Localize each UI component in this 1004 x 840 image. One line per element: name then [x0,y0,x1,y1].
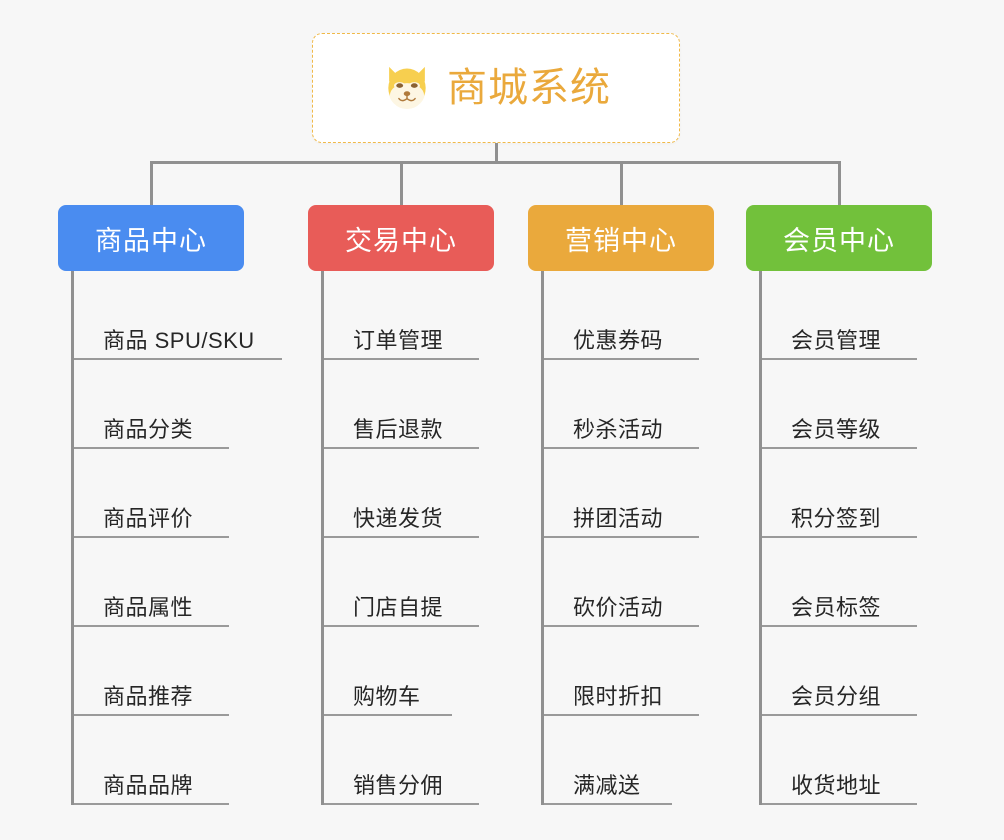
leaf-item[interactable]: 满减送 [544,716,672,805]
leaf-label: 会员标签 [791,594,882,620]
connector-branch-3-vertical [620,161,623,205]
leaf-item[interactable]: 门店自提 [324,538,479,627]
connector-horizontal-bus [150,161,841,164]
branch-trade-center: 交易中心 订单管理 售后退款 快递发货 门店自提 购物车 销售分佣 [308,205,494,805]
connector-branch-1-vertical [150,161,153,205]
leaf-list-product-center: 商品 SPU/SKU 商品分类 商品评价 商品属性 商品推荐 商品品牌 [71,271,282,805]
leaf-label: 商品推荐 [103,683,194,709]
branch-header-trade-center[interactable]: 交易中心 [308,205,494,271]
connector-branch-2-vertical [400,161,403,205]
leaf-item[interactable]: 商品 SPU/SKU [74,271,282,360]
branch-header-label: 会员中心 [783,225,895,256]
connector-branch-4-vertical [838,161,841,205]
leaf-item[interactable]: 秒杀活动 [544,360,699,449]
leaf-label: 优惠券码 [573,327,664,353]
leaf-item[interactable]: 商品推荐 [74,627,229,716]
leaf-label: 会员管理 [791,327,882,353]
branch-marketing-center: 营销中心 优惠券码 秒杀活动 拼团活动 砍价活动 限时折扣 满减送 [528,205,714,805]
leaf-label: 商品 SPU/SKU [103,327,255,353]
leaf-label: 拼团活动 [573,505,664,531]
leaf-list-trade-center: 订单管理 售后退款 快递发货 门店自提 购物车 销售分佣 [321,271,494,805]
leaf-item[interactable]: 收货地址 [762,716,917,805]
leaf-item[interactable]: 购物车 [324,627,452,716]
leaf-item[interactable]: 会员管理 [762,271,917,360]
leaf-item[interactable]: 订单管理 [324,271,479,360]
leaf-item[interactable]: 会员分组 [762,627,917,716]
leaf-label: 收货地址 [791,772,882,798]
branch-product-center: 商品中心 商品 SPU/SKU 商品分类 商品评价 商品属性 商品推荐 商品品牌 [58,205,282,805]
leaf-label: 门店自提 [353,594,444,620]
leaf-label: 会员分组 [791,683,882,709]
leaf-label: 商品评价 [103,505,194,531]
leaf-item[interactable]: 快递发货 [324,449,479,538]
leaf-label: 售后退款 [353,416,444,442]
leaf-label: 快递发货 [353,505,444,531]
leaf-label: 商品属性 [103,594,194,620]
leaf-label: 购物车 [353,683,421,709]
leaf-label: 砍价活动 [573,594,664,620]
shiba-dog-face-icon [388,66,426,110]
leaf-label: 满减送 [573,772,641,798]
leaf-item[interactable]: 会员等级 [762,360,917,449]
leaf-item[interactable]: 优惠券码 [544,271,699,360]
root-title: 商城系统 [447,66,611,110]
leaf-label: 限时折扣 [573,683,664,709]
leaf-item[interactable]: 限时折扣 [544,627,699,716]
branch-member-center: 会员中心 会员管理 会员等级 积分签到 会员标签 会员分组 收货地址 [746,205,932,805]
leaf-item[interactable]: 商品分类 [74,360,229,449]
leaf-item[interactable]: 积分签到 [762,449,917,538]
leaf-item[interactable]: 商品品牌 [74,716,229,805]
leaf-label: 会员等级 [791,416,882,442]
branch-header-marketing-center[interactable]: 营销中心 [528,205,714,271]
leaf-item[interactable]: 拼团活动 [544,449,699,538]
leaf-label: 秒杀活动 [573,416,664,442]
leaf-label: 积分签到 [791,505,882,531]
leaf-label: 销售分佣 [353,772,444,798]
root-node[interactable]: 商城系统 [312,33,680,143]
branch-header-label: 交易中心 [345,225,457,256]
leaf-list-marketing-center: 优惠券码 秒杀活动 拼团活动 砍价活动 限时折扣 满减送 [541,271,714,805]
leaf-list-member-center: 会员管理 会员等级 积分签到 会员标签 会员分组 收货地址 [759,271,932,805]
branch-header-product-center[interactable]: 商品中心 [58,205,244,271]
branch-header-label: 商品中心 [95,225,207,256]
leaf-item[interactable]: 会员标签 [762,538,917,627]
leaf-label: 订单管理 [353,327,444,353]
leaf-label: 商品品牌 [103,772,194,798]
leaf-item[interactable]: 售后退款 [324,360,479,449]
leaf-item[interactable]: 销售分佣 [324,716,479,805]
leaf-item[interactable]: 商品属性 [74,538,229,627]
branch-header-member-center[interactable]: 会员中心 [746,205,932,271]
leaf-item[interactable]: 砍价活动 [544,538,699,627]
connector-root-vertical [495,143,498,163]
branch-header-label: 营销中心 [565,225,677,256]
leaf-label: 商品分类 [103,416,194,442]
leaf-item[interactable]: 商品评价 [74,449,229,538]
